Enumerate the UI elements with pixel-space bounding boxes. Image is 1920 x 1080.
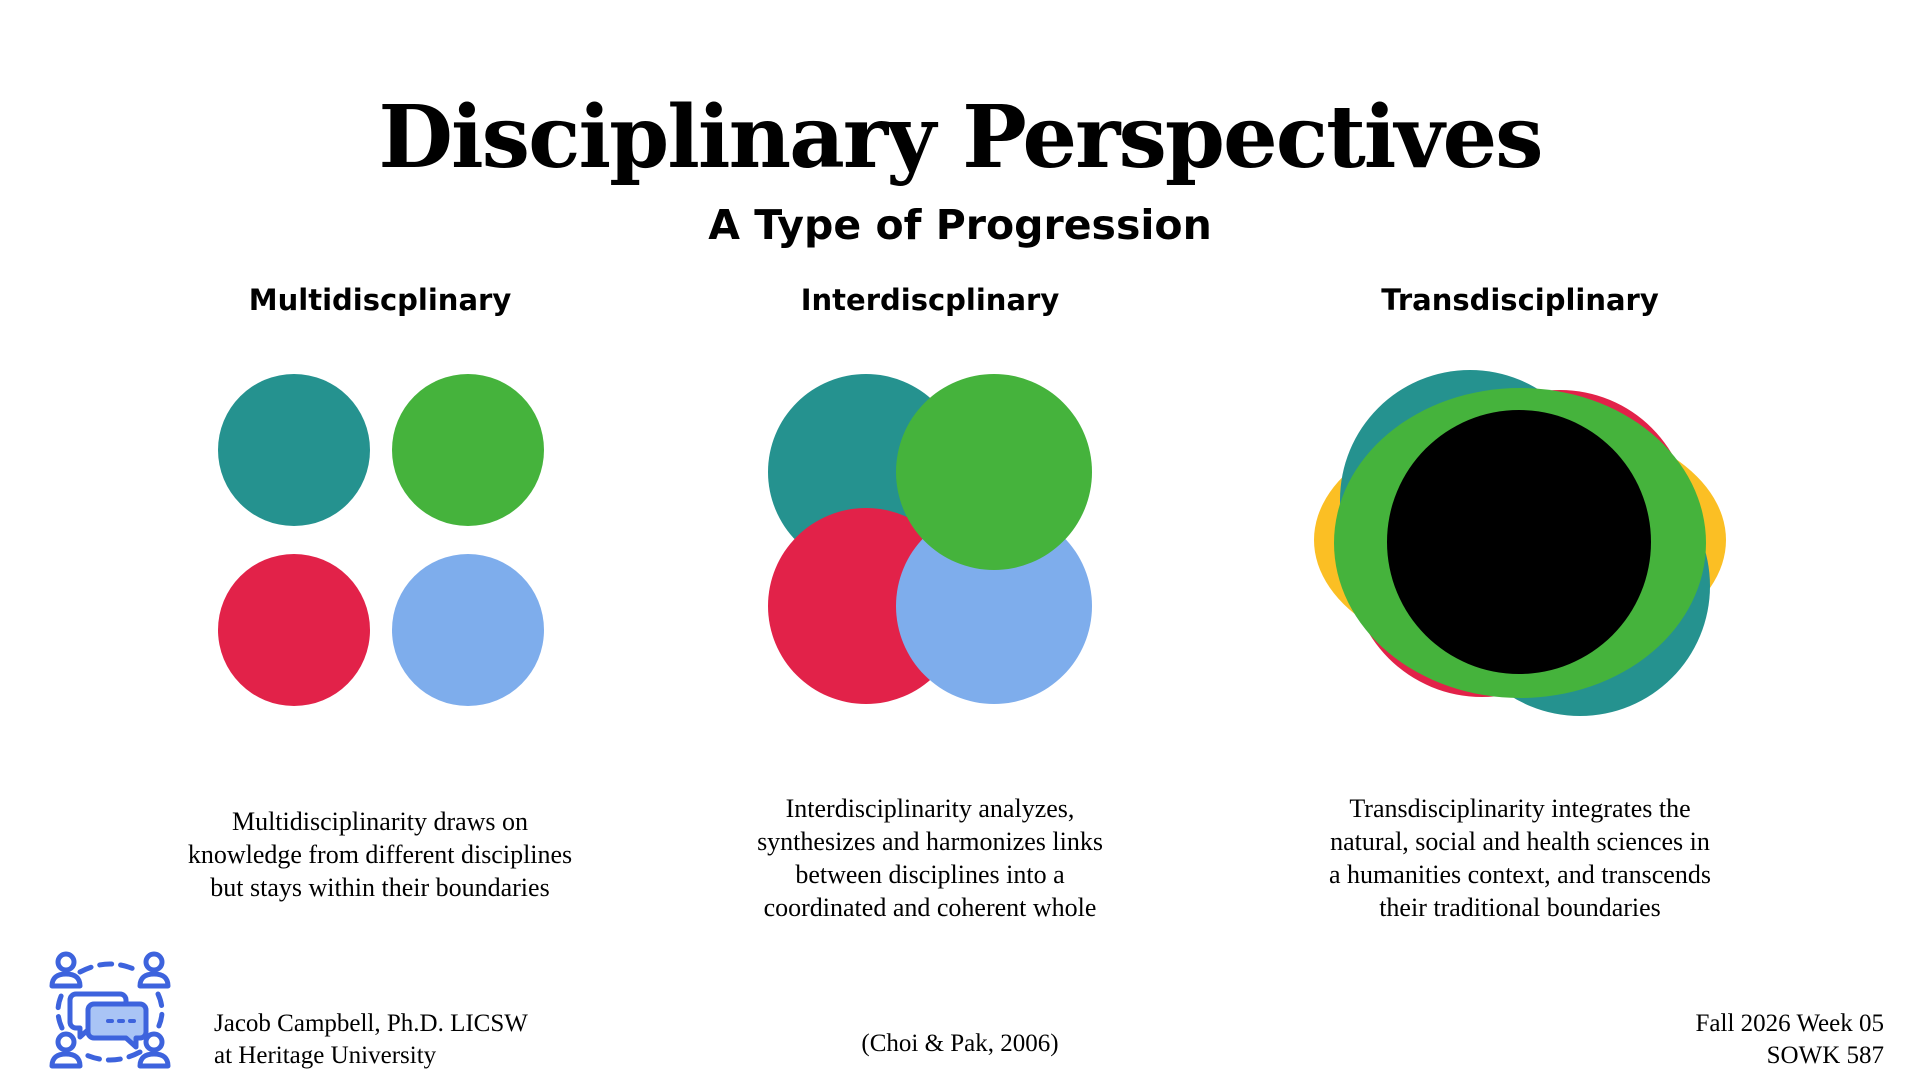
circle-teal [218,374,370,526]
description-line: a humanities context, and transcends [1329,860,1711,889]
transdisciplinary-diagram [1314,370,1726,716]
circle-light-blue [896,508,1092,704]
heading-interdisciplinary: Interdiscplinary [800,283,1060,317]
interdisciplinary-diagram [768,374,1092,704]
slide-title: Disciplinary Perspectives [378,87,1543,188]
shape-black-center [1387,410,1651,674]
description-line: Multidisciplinarity draws on [231,807,529,836]
description-line: synthesizes and harmonizes links [757,827,1103,856]
term-week: Fall 2026 Week 05 [1695,1010,1884,1037]
group-chat-icon [49,951,171,1069]
description-line: but stays within their boundaries [210,873,550,902]
author-credit: Jacob Campbell, Ph.D. LICSW at Heritage … [214,1008,528,1072]
description-line: natural, social and health sciences in [1330,827,1710,856]
description-line: knowledge from different disciplines [187,840,573,869]
description-line: coordinated and coherent whole [763,893,1097,922]
description-line: between disciplines into a [795,860,1065,889]
circle-light-blue [392,554,544,706]
multidisciplinary-diagram [218,374,544,706]
author-institution: at Heritage University [214,1042,437,1069]
description-transdisciplinary: Transdisciplinarity integrates the natur… [1290,792,1750,924]
description-line: Transdisciplinarity integrates the [1349,794,1691,823]
description-line: Interdisciplinarity analyzes, [785,794,1075,823]
course-info: Fall 2026 Week 05 SOWK 587 [1500,1008,1884,1072]
circle-red [218,554,370,706]
course-code: SOWK 587 [1766,1042,1884,1069]
author-name: Jacob Campbell, Ph.D. LICSW [214,1010,528,1037]
description-interdisciplinary: Interdisciplinarity analyzes, synthesize… [700,792,1160,924]
heading-multidisciplinary: Multidiscplinary [248,283,512,317]
description-multidisciplinary: Multidisciplinarity draws on knowledge f… [150,805,610,904]
circle-green [392,374,544,526]
description-line: their traditional boundaries [1379,893,1661,922]
citation: (Choi & Pak, 2006) [861,1030,1059,1057]
circle-green [896,374,1092,570]
heading-transdisciplinary: Transdisciplinary [1381,283,1659,317]
slide-subtitle: A Type of Progression [708,201,1212,249]
